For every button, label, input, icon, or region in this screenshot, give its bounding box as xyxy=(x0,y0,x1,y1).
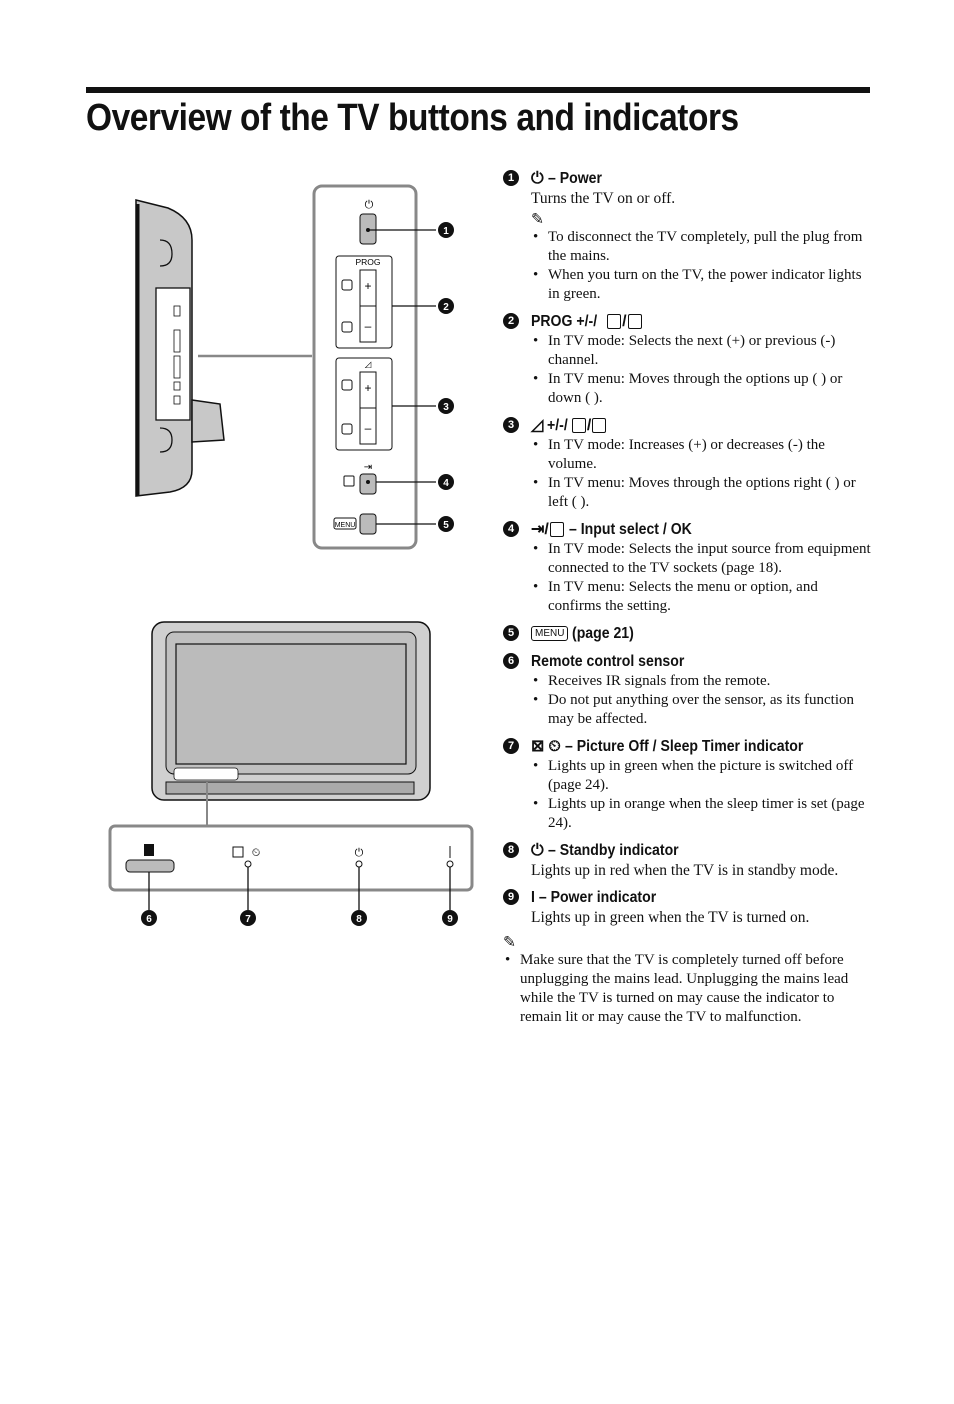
svg-text:7: 7 xyxy=(245,914,251,925)
svg-text:6: 6 xyxy=(146,914,152,925)
item-heading: Remote control sensor xyxy=(531,652,685,670)
bullet: When you turn on the TV, the power indic… xyxy=(531,266,873,304)
bullet: In TV menu: Selects the menu or option, … xyxy=(531,578,873,616)
item-picture-off: 7 ⊠ ⏲ – Picture Off / Sleep Timer indica… xyxy=(503,735,873,833)
bullet: In TV mode: Increases (+) or decreases (… xyxy=(531,436,873,474)
bullet: Make sure that the TV is completely turn… xyxy=(503,951,873,1027)
bullet: In TV mode: Selects the next (+) or prev… xyxy=(531,332,873,370)
item-para: Lights up in green when the TV is turned… xyxy=(531,909,810,926)
item-heading: – Input select / OK xyxy=(568,520,692,538)
bullet: Lights up in orange when the sleep timer… xyxy=(531,795,873,833)
callout-9: 9 xyxy=(503,889,519,905)
item-input: 4 ⇥/ – Input select / OK In TV mode: Sel… xyxy=(503,518,873,616)
tv-diagram-svg: ⏻ PROG + – ◿ + – ⇥ xyxy=(108,184,474,926)
menu-label: MENU xyxy=(335,522,356,529)
svg-text:4: 4 xyxy=(443,478,449,489)
picture-off-icon: ⊠ xyxy=(531,737,545,755)
svg-text:–: – xyxy=(365,421,372,435)
svg-text:+: + xyxy=(364,381,371,395)
svg-text:5: 5 xyxy=(443,520,449,531)
note-pencil-icon: ✎ xyxy=(531,211,544,228)
item-heading: I – Power indicator xyxy=(531,888,657,906)
item-heading: – Picture Off / Sleep Timer indicator xyxy=(564,737,804,755)
item-standby: 8 ⏻ – Standby indicator Lights up in red… xyxy=(503,839,873,880)
bullet: To disconnect the TV completely, pull th… xyxy=(531,228,873,266)
input-icon: ⇥/ xyxy=(531,520,565,539)
callout-2: 2 xyxy=(503,313,519,329)
tv-side-view xyxy=(135,199,312,497)
callout-4: 4 xyxy=(503,521,519,537)
item-prog: 2 PROG +/-/ / In TV mode: Selects the ne… xyxy=(503,310,873,408)
sleep-timer-icon: ⏲ xyxy=(548,737,561,755)
callout-7: 7 xyxy=(503,738,519,754)
prog-label: PROG xyxy=(355,257,380,267)
note-pencil-icon: ✎ xyxy=(503,934,516,951)
svg-text:–: – xyxy=(365,319,372,333)
item-heading: +/-/ xyxy=(547,416,569,434)
menu-button-icon: MENU xyxy=(531,625,569,641)
item-remote-sensor: 6 Remote control sensor Receives IR sign… xyxy=(503,650,873,729)
callout-1: 1 xyxy=(503,170,519,186)
svg-text:9: 9 xyxy=(447,914,453,925)
title-rule xyxy=(86,87,870,93)
left-arrow-icon xyxy=(592,417,607,433)
item-power: 1 ⏻ – Power Turns the TV on or off. ✎ To… xyxy=(503,167,873,304)
item-power-indicator: 9 I – Power indicator Lights up in green… xyxy=(503,886,873,927)
svg-text:1: 1 xyxy=(443,226,449,237)
callout-6: 6 xyxy=(503,653,519,669)
standby-icon: ⏻ xyxy=(531,841,544,859)
right-arrow-icon xyxy=(571,417,586,433)
descriptions: 1 ⏻ – Power Turns the TV on or off. ✎ To… xyxy=(503,167,873,1027)
item-heading: – Standby indicator xyxy=(547,841,679,859)
callout-5: 5 xyxy=(503,625,519,641)
bullet: In TV menu: Moves through the options up… xyxy=(531,370,873,408)
svg-text:⏻: ⏻ xyxy=(365,199,374,211)
svg-text:2: 2 xyxy=(443,302,449,313)
svg-text:◿: ◿ xyxy=(365,359,372,369)
button-panel: ⏻ PROG + – ◿ + – ⇥ xyxy=(312,184,454,550)
item-heading: – Power xyxy=(547,169,602,187)
item-para: Turns the TV on or off. xyxy=(531,190,676,207)
svg-text:⏲: ⏲ xyxy=(252,847,261,859)
tv-illustrations: ⏻ PROG + – ◿ + – ⇥ xyxy=(100,170,490,970)
item-heading: PROG +/-/ xyxy=(531,312,598,330)
bullet: In TV menu: Moves through the options ri… xyxy=(531,474,873,512)
down-arrow-icon xyxy=(627,313,642,329)
page-title: Overview of the TV buttons and indicator… xyxy=(86,97,739,139)
bullet: Do not put anything over the sensor, as … xyxy=(531,691,873,729)
final-note: ✎ Make sure that the TV is completely tu… xyxy=(503,933,873,1027)
item-heading: (page 21) xyxy=(572,624,635,642)
up-arrow-icon xyxy=(607,313,622,329)
item-para: Lights up in red when the TV is in stand… xyxy=(531,862,839,879)
svg-text:8: 8 xyxy=(356,914,362,925)
tv-front-view xyxy=(151,621,431,826)
callout-8: 8 xyxy=(503,842,519,858)
svg-text:⏻: ⏻ xyxy=(355,847,364,859)
indicator-strip: ⏲ ⏻ 6 7 8 9 xyxy=(108,824,474,926)
bullet: Receives IR signals from the remote. xyxy=(531,672,873,691)
callout-3: 3 xyxy=(503,417,519,433)
bullet: In TV mode: Selects the input source fro… xyxy=(531,540,873,578)
item-menu: 5 MENU (page 21) xyxy=(503,622,873,644)
item-volume: 3 ◿ +/-/ / In TV mode: Increases (+) or … xyxy=(503,414,873,512)
bullet: Lights up in green when the picture is s… xyxy=(531,757,873,795)
svg-text:⇥: ⇥ xyxy=(364,462,372,473)
ok-icon xyxy=(549,521,564,537)
svg-text:3: 3 xyxy=(443,402,449,413)
volume-icon: ◿ xyxy=(531,416,544,434)
power-icon: ⏻ xyxy=(531,169,544,187)
svg-text:+: + xyxy=(364,279,371,293)
